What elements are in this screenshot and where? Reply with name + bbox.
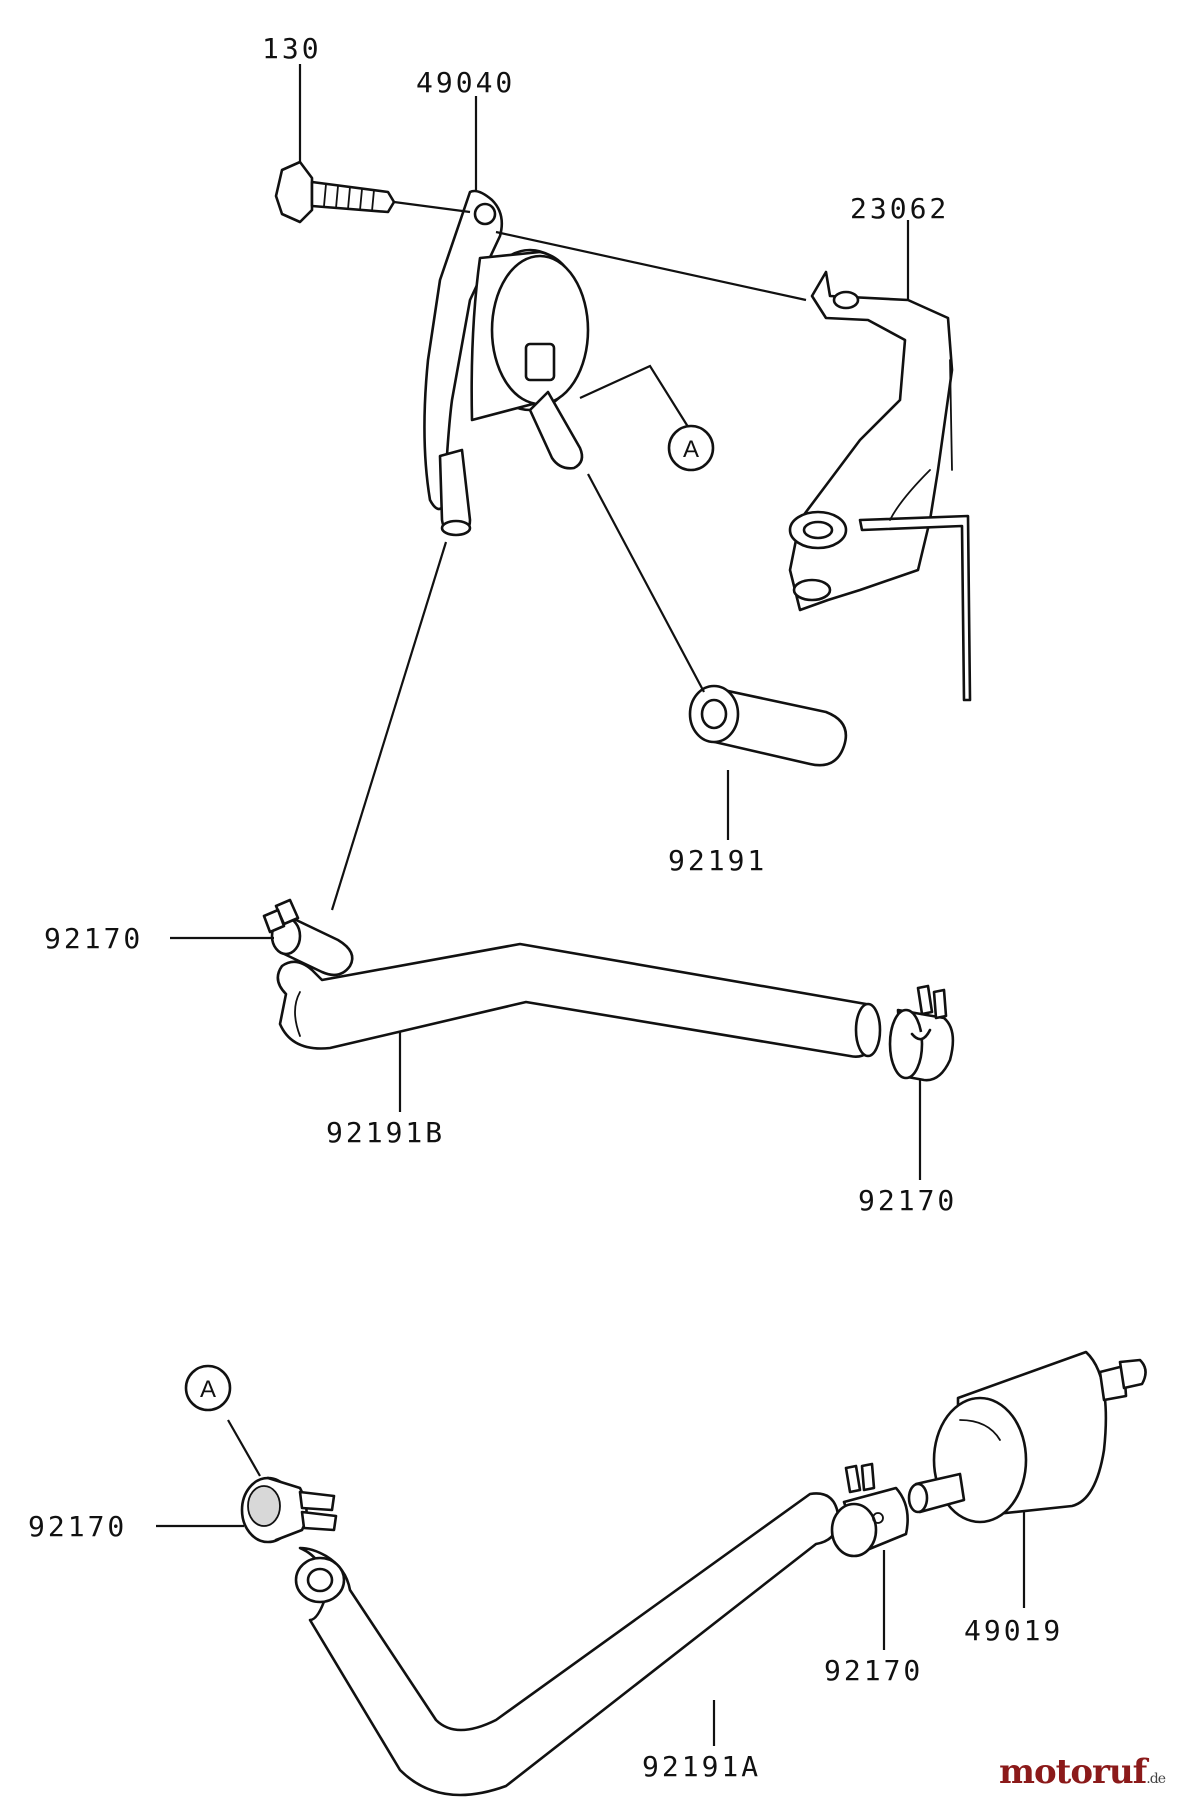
callout-a-bottom: A bbox=[184, 1364, 232, 1412]
svg-text:A: A bbox=[200, 1376, 216, 1403]
fuel-filter bbox=[907, 1350, 1147, 1524]
label-hose-a: 92191A bbox=[642, 1750, 761, 1783]
clamp-top-right bbox=[888, 984, 955, 1082]
watermark-logo: motoruf.de bbox=[999, 1752, 1166, 1792]
label-hose-short: 92191 bbox=[668, 844, 767, 877]
hose-short bbox=[688, 684, 848, 767]
label-bracket: 23062 bbox=[850, 192, 949, 225]
label-clamp-top-left: 92170 bbox=[44, 922, 143, 955]
hose-b bbox=[276, 942, 882, 1058]
label-fuel-pump: 49040 bbox=[416, 66, 515, 99]
bolt bbox=[274, 160, 396, 224]
label-clamp-bottom-mid: 92170 bbox=[824, 1654, 923, 1687]
label-clamp-bottom-left: 92170 bbox=[28, 1510, 127, 1543]
label-clamp-top-right: 92170 bbox=[858, 1184, 957, 1217]
bracket bbox=[788, 270, 972, 702]
leader-lines bbox=[156, 64, 1026, 1746]
label-bolt: 130 bbox=[262, 32, 322, 65]
label-fuel-filter: 49019 bbox=[964, 1614, 1063, 1647]
fuel-pump bbox=[423, 189, 590, 537]
callout-a-top: A bbox=[667, 424, 715, 472]
clamp-bottom-mid bbox=[830, 1462, 909, 1558]
label-hose-b: 92191B bbox=[326, 1116, 445, 1149]
svg-text:A: A bbox=[683, 436, 699, 463]
clamp-top-left bbox=[262, 898, 354, 977]
clamp-bottom-left bbox=[240, 1476, 338, 1544]
